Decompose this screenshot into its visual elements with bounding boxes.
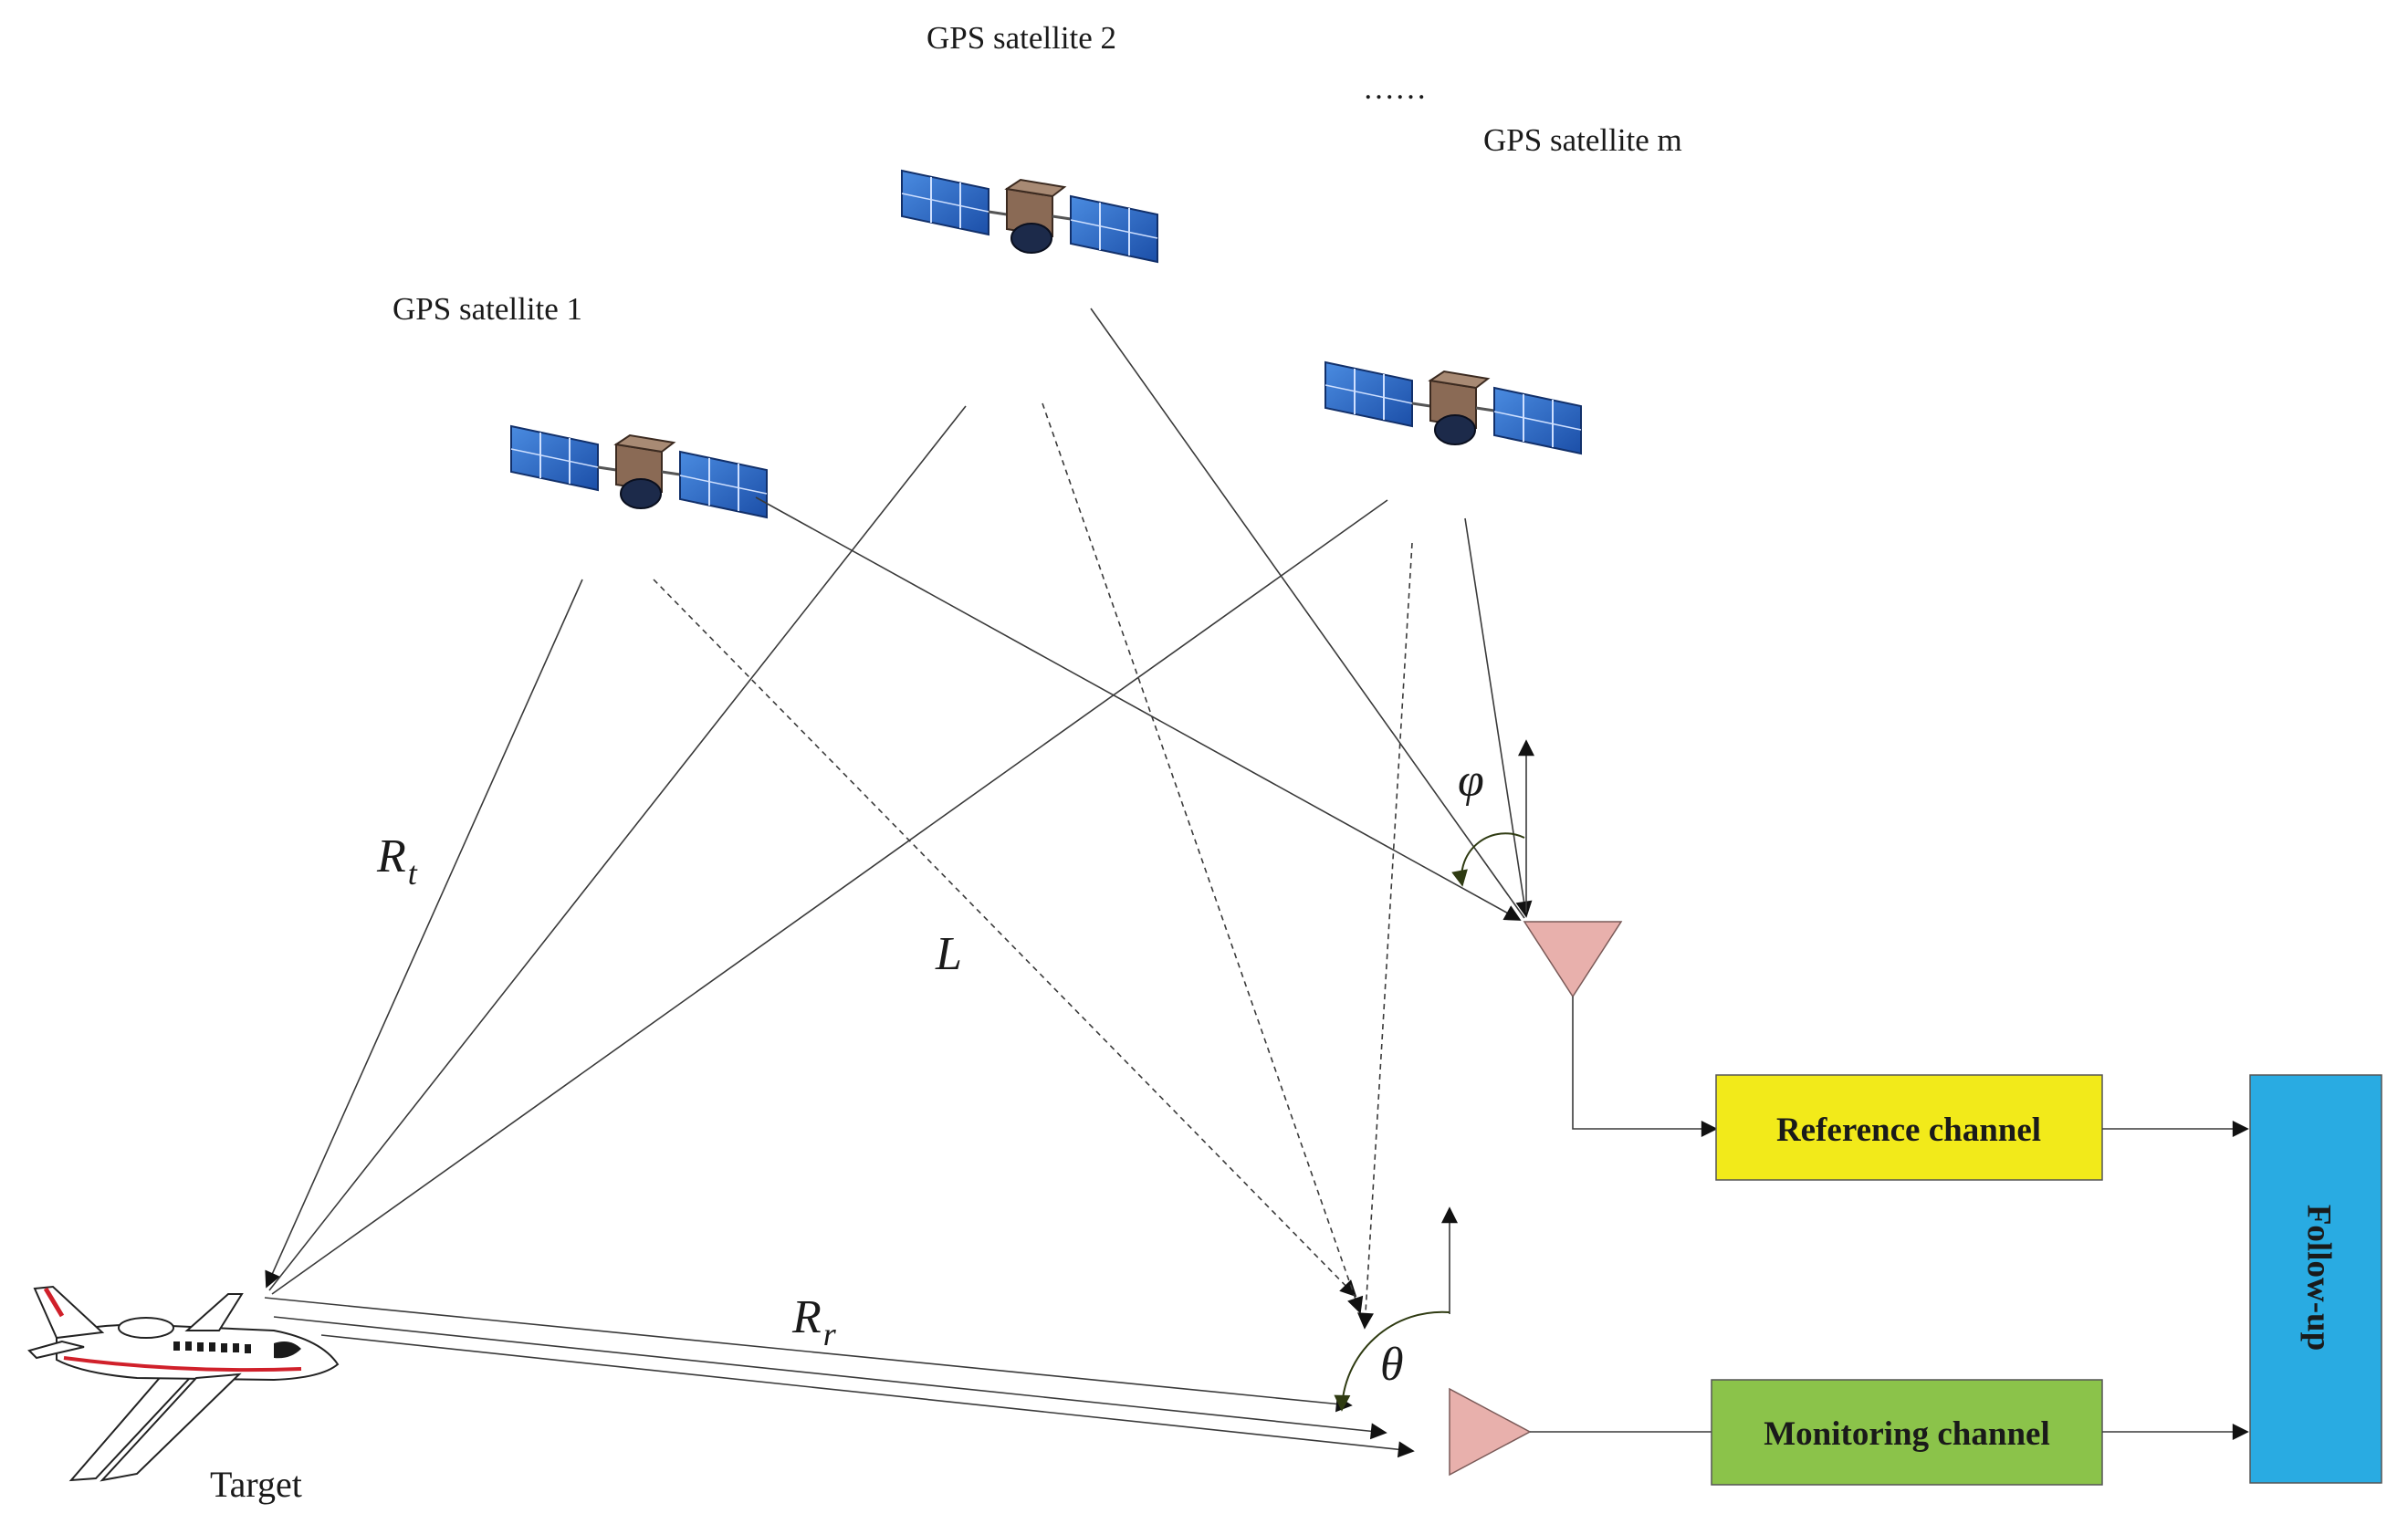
target-label: Target: [210, 1464, 302, 1505]
monitoring-channel-label: Monitoring channel: [1764, 1415, 2050, 1453]
rr-label: Rr: [791, 1291, 837, 1352]
gps-satellite-1-label: GPS satellite 1: [393, 291, 582, 327]
ray-satm-monitoring: [1356, 542, 1413, 1330]
ray-sat1-reference: [755, 496, 1522, 921]
phi-symbol: φ: [1458, 755, 1484, 807]
theta-angle-arc: [1334, 1310, 1450, 1412]
gps-satellite-2-icon: [900, 169, 1159, 264]
reference-channel-box: [1715, 1074, 2103, 1181]
ray-satm-reference: [1464, 517, 1533, 918]
ellipsis-label: ……: [1363, 70, 1427, 106]
ray-sat1-monitoring: [653, 579, 1357, 1298]
ray-target-monitoring-3: [320, 1334, 1415, 1458]
reference-channel-label: Reference channel: [1776, 1112, 2041, 1149]
ray-satm-target: [271, 499, 1388, 1295]
gps-satellite-2-label: GPS satellite 2: [927, 20, 1116, 56]
phi-angle-arc: [1451, 832, 1525, 887]
reference-antenna-icon: [1523, 921, 1623, 998]
airplane-icon: [27, 1285, 340, 1482]
ray-sat2-reference: [1090, 308, 1525, 919]
monitoring-antenna-icon: [1449, 1387, 1532, 1477]
ray-target-monitoring-1: [264, 1297, 1353, 1413]
reference-feed-line: [1572, 997, 1718, 1137]
gps-satellite-1-icon: [509, 424, 769, 519]
rt-label: Rt: [376, 830, 418, 892]
follow-up-box: [2249, 1074, 2382, 1484]
gps-satellite-m-label: GPS satellite m: [1483, 122, 1682, 158]
theta-symbol: θ: [1380, 1339, 1404, 1391]
ray-sat1-target: [265, 579, 583, 1289]
ray-sat2-monitoring: [1042, 402, 1364, 1314]
gps-satellite-m-icon: [1324, 360, 1583, 455]
l-label: L: [935, 928, 962, 980]
ray-sat2-target: [268, 405, 967, 1291]
ray-target-monitoring-2: [273, 1316, 1387, 1440]
monitoring-channel-box: [1711, 1379, 2103, 1486]
follow-up-label: Follow-up: [2300, 1205, 2338, 1351]
